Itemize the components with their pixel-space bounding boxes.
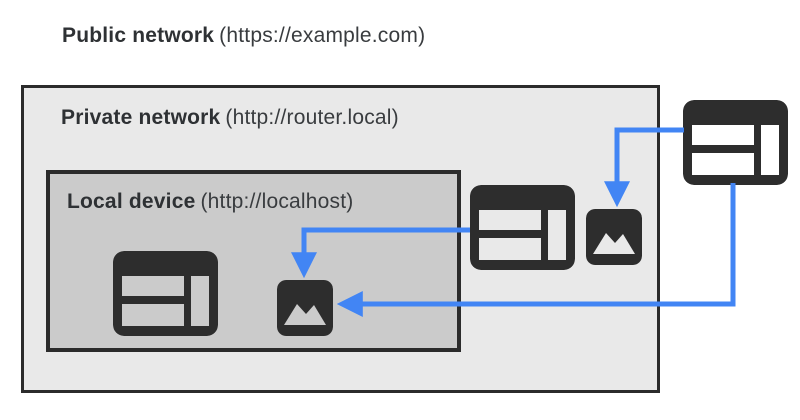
browser-window-icon [683,100,788,185]
private-network-label: Private network(http://router.local) [61,106,399,130]
browser-window-icon [470,185,575,270]
local-device-url: (http://localhost) [200,190,354,213]
public-network-name: Public network [62,24,215,47]
public-network-url: (https://example.com) [219,24,426,47]
public-network-label: Public network(https://example.com) [62,24,425,48]
local-device-label: Local device(http://localhost) [67,190,353,214]
browser-window-icon [113,251,218,336]
image-icon [586,209,642,265]
private-network-name: Private network [61,106,221,129]
private-network-url: (http://router.local) [225,106,399,129]
local-device-name: Local device [67,190,196,213]
image-icon [277,280,333,336]
